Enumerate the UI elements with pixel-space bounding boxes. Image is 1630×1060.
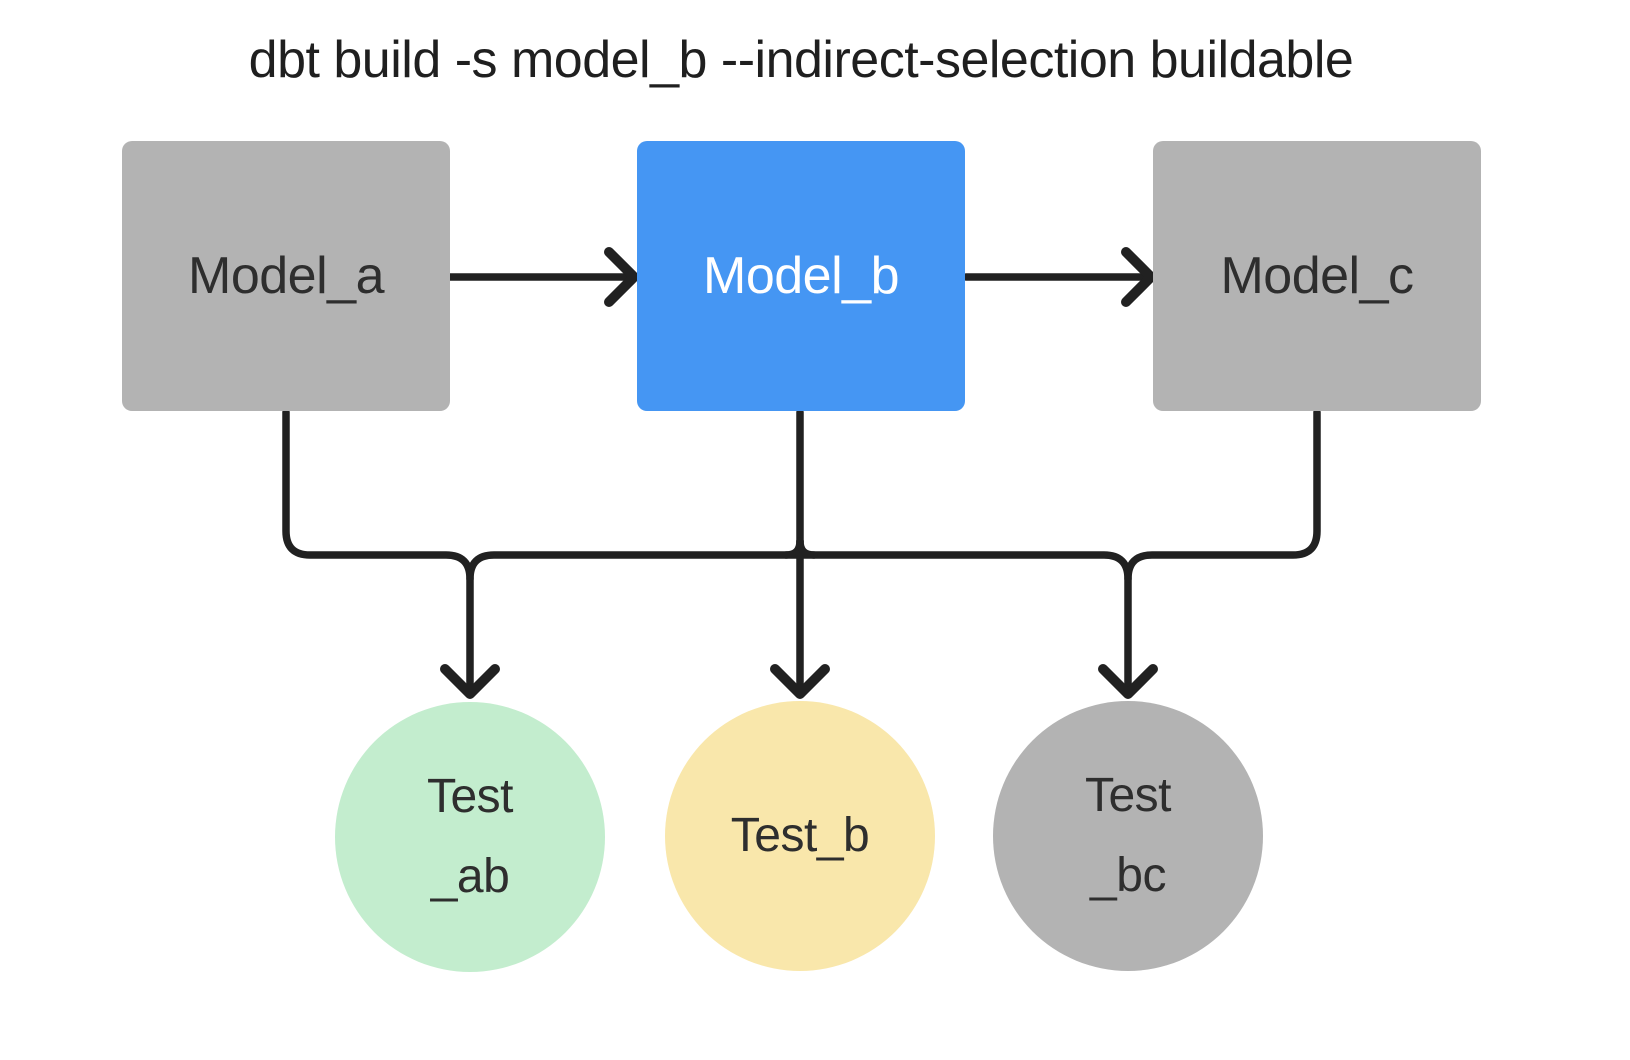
node-test-b-label: Test_b <box>730 809 870 863</box>
edge-fillet-right <box>796 537 818 559</box>
arrowhead-model_c-icon <box>1121 247 1156 307</box>
node-model-c: Model_c <box>1153 141 1481 411</box>
edge-model_c-test_bc <box>1124 408 1321 583</box>
node-test-bc-label-line2: _bc <box>1090 849 1166 902</box>
diagram-title: dbt build -s model_b --indirect-selectio… <box>248 31 1354 89</box>
node-test-bc: Test _bc <box>993 701 1263 971</box>
arrowhead-test_b-icon <box>770 664 830 699</box>
arrowhead-test_bc-icon <box>1098 664 1158 699</box>
node-model-a-label: Model_a <box>188 247 384 305</box>
node-test-ab-label-line2: _ab <box>430 850 510 903</box>
arrowhead-model_b-icon <box>604 247 639 307</box>
node-test-ab: Test _ab <box>335 702 605 972</box>
node-test-bc-label-line1: Test <box>1084 769 1172 823</box>
node-model-a: Model_a <box>122 141 450 411</box>
node-test-b: Test_b <box>665 701 935 971</box>
node-model-b-selected: Model_b <box>637 141 965 411</box>
node-model-c-label: Model_c <box>1220 247 1414 305</box>
node-test-ab-label-line1: Test <box>426 770 514 824</box>
edge-model_a-test_ab <box>282 408 474 692</box>
arrowhead-test_ab-icon <box>440 664 500 699</box>
node-model-b-label: Model_b <box>703 247 899 305</box>
